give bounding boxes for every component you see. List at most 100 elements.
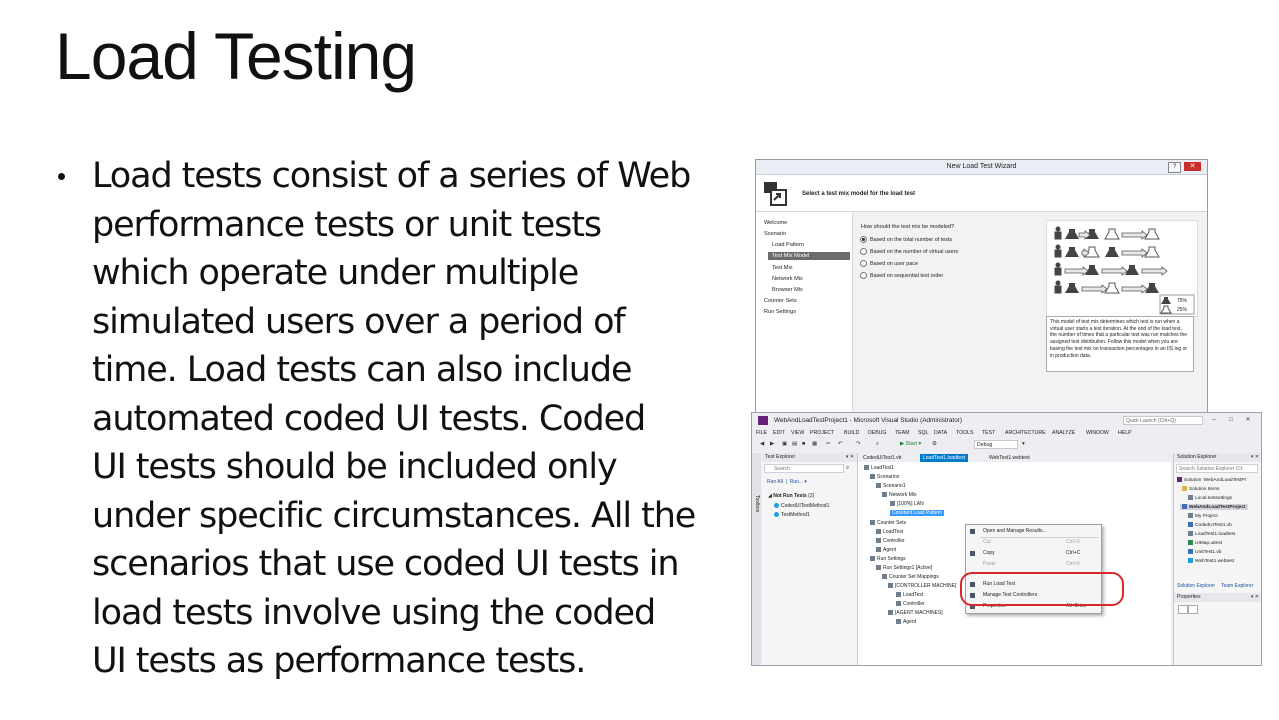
menu-help[interactable]: HELP (1118, 430, 1132, 436)
tab-team-explorer[interactable]: Team Explorer (1221, 583, 1254, 589)
toolbox-strip[interactable]: Toolbox (752, 453, 761, 665)
menu-view[interactable]: VIEW (791, 430, 805, 436)
tab-coded-ui-test[interactable]: CodedUITest1.vb (863, 455, 902, 461)
tree-node[interactable]: Controller (876, 538, 905, 544)
menu-analyze[interactable]: ANALYZE (1052, 430, 1076, 436)
tree-node-selected[interactable]: Constant Load Pattern (890, 510, 945, 516)
chevron-down-icon[interactable]: ▾ (1022, 441, 1025, 447)
solution-node[interactable]: Solution Items (1182, 486, 1219, 492)
not-run-group[interactable]: ◢ Not Run Tests (2) (768, 493, 814, 499)
toolbox-label[interactable]: Toolbox (754, 495, 760, 513)
solution-node[interactable]: UnitTest1.vb (1188, 549, 1221, 555)
back-icon[interactable]: ◀ (760, 441, 765, 447)
solution-node[interactable]: WebTest1.webtest (1188, 558, 1234, 564)
tree-node[interactable]: LoadTest (896, 592, 923, 598)
forward-icon[interactable]: ▶ (770, 441, 775, 447)
menu-test[interactable]: TEST (982, 430, 996, 436)
nav-load-pattern[interactable]: Load Pattern (772, 242, 805, 248)
nav-network-mix[interactable]: Network Mix (772, 276, 803, 282)
nav-browser-mix[interactable]: Browser Mix (772, 287, 803, 293)
menu-build[interactable]: BUILD (844, 430, 860, 436)
menu-data[interactable]: DATA (934, 430, 948, 436)
categorized-icon[interactable] (1178, 605, 1188, 614)
tree-node[interactable]: [CONTROLLER MACHINE] (888, 583, 956, 589)
menu-window[interactable]: WINDOW (1086, 430, 1109, 436)
menu-sql[interactable]: SQL (918, 430, 929, 436)
tree-node[interactable]: Run Settings1 [Active] (876, 565, 932, 571)
pin-close-icon[interactable]: ▾ ✕ (845, 454, 854, 460)
tree-node[interactable]: LoadTest1 (864, 465, 894, 471)
nav-welcome[interactable]: Welcome (764, 220, 788, 226)
menu-manage-test-controllers[interactable]: Manage Test Controllers (966, 591, 1101, 600)
option-virtual-users[interactable]: Based on the number of virtual users (860, 248, 958, 255)
tree-node[interactable]: [AGENT MACHINES] (888, 610, 943, 616)
tree-node[interactable]: Scenarios (870, 474, 899, 480)
radio[interactable] (860, 260, 867, 267)
maximize-button[interactable]: □ (1229, 417, 1233, 423)
tree-node[interactable]: Agent (896, 619, 916, 625)
cut-icon[interactable]: ✂ (826, 441, 831, 447)
solution-search-input[interactable]: Search Solution Explorer (Ct (1176, 464, 1258, 473)
nav-test-mix[interactable]: Test Mix (772, 265, 793, 271)
tab-web-test[interactable]: WebTest1.webtest (989, 455, 1030, 461)
tree-node[interactable]: Agent (876, 547, 896, 553)
find-icon[interactable]: ⌕ (876, 441, 880, 447)
nav-run-settings[interactable]: Run Settings (764, 309, 797, 315)
tree-node[interactable]: LoadTest (876, 529, 903, 535)
tree-node[interactable]: [100%] LAN (890, 501, 924, 507)
collapse-icon[interactable]: ◢ (768, 493, 772, 499)
quick-launch-input[interactable]: Quick Launch (Ctrl+Q) (1123, 416, 1203, 425)
solution-node[interactable]: LoadTest1.loadtest (1188, 531, 1235, 537)
solution-node[interactable]: Solution 'WebAndLoadTestPr (1177, 477, 1246, 483)
config-dropdown[interactable]: Debug (974, 440, 1018, 449)
test-item[interactable]: TestMethod1 (774, 512, 810, 518)
tab-load-test[interactable]: LoadTest1.loadtest (920, 454, 968, 462)
solution-node[interactable]: Local.testsettings (1188, 495, 1232, 501)
pin-close-icon[interactable]: ▾ ✕ (1250, 594, 1259, 600)
radio[interactable] (860, 272, 867, 279)
help-button[interactable]: ? (1168, 162, 1181, 173)
nav-counter-sets[interactable]: Counter Sets (764, 298, 797, 304)
solution-node-selected[interactable]: WebAndLoadTestProject (1180, 504, 1248, 510)
minimize-button[interactable]: – (1212, 417, 1216, 423)
menu-run-load-test[interactable]: Run Load Test (966, 580, 1101, 589)
undo-icon[interactable]: ↶ (838, 441, 843, 447)
alphabetical-icon[interactable] (1188, 605, 1198, 614)
run-dropdown-link[interactable]: Run... ▾ (789, 479, 807, 485)
radio[interactable] (860, 248, 867, 255)
tab-solution-explorer[interactable]: Solution Explorer (1177, 583, 1216, 589)
save-icon[interactable]: ■ (802, 441, 806, 447)
menu-project[interactable]: PROJECT (810, 430, 835, 436)
tree-node[interactable]: Counter Sets (870, 520, 906, 526)
redo-icon[interactable]: ↷ (856, 441, 861, 447)
menu-debug[interactable]: DEBUG (868, 430, 887, 436)
open-icon[interactable]: ▤ (792, 441, 798, 447)
solution-node[interactable]: My Project (1188, 513, 1218, 519)
menu-open-manage-results[interactable]: Open and Manage Results... (966, 527, 1101, 536)
option-total-tests[interactable]: Based on the total number of tests (860, 236, 952, 243)
start-button[interactable]: ▶ Start ▾ (900, 441, 922, 447)
wizard-titlebar[interactable]: New Load Test Wizard ? ✕ (756, 160, 1207, 175)
search-icon[interactable]: ⌕ (846, 465, 850, 471)
tree-node[interactable]: Run Settings (870, 556, 906, 562)
menu-architecture[interactable]: ARCHITECTURE (1005, 430, 1046, 436)
tree-node[interactable]: Network Mix (882, 492, 917, 498)
option-sequential[interactable]: Based on sequential test order (860, 272, 943, 279)
close-button[interactable]: ✕ (1245, 417, 1251, 423)
new-project-icon[interactable]: ▣ (782, 441, 788, 447)
attach-icon[interactable]: ⚙ (932, 441, 937, 447)
test-item[interactable]: CodedUITestMethod1 (774, 503, 829, 509)
run-all-link[interactable]: Run All (767, 479, 783, 485)
menu-edit[interactable]: EDIT (773, 430, 785, 436)
tree-node[interactable]: Controller (896, 601, 925, 607)
save-all-icon[interactable]: ▦ (812, 441, 818, 447)
tree-node[interactable]: Counter Set Mappings (882, 574, 939, 580)
test-search-input[interactable]: Search (764, 464, 844, 473)
menu-tools[interactable]: TOOLS (956, 430, 974, 436)
option-user-pace[interactable]: Based on user pace (860, 260, 918, 267)
close-button[interactable]: ✕ (1184, 162, 1201, 171)
